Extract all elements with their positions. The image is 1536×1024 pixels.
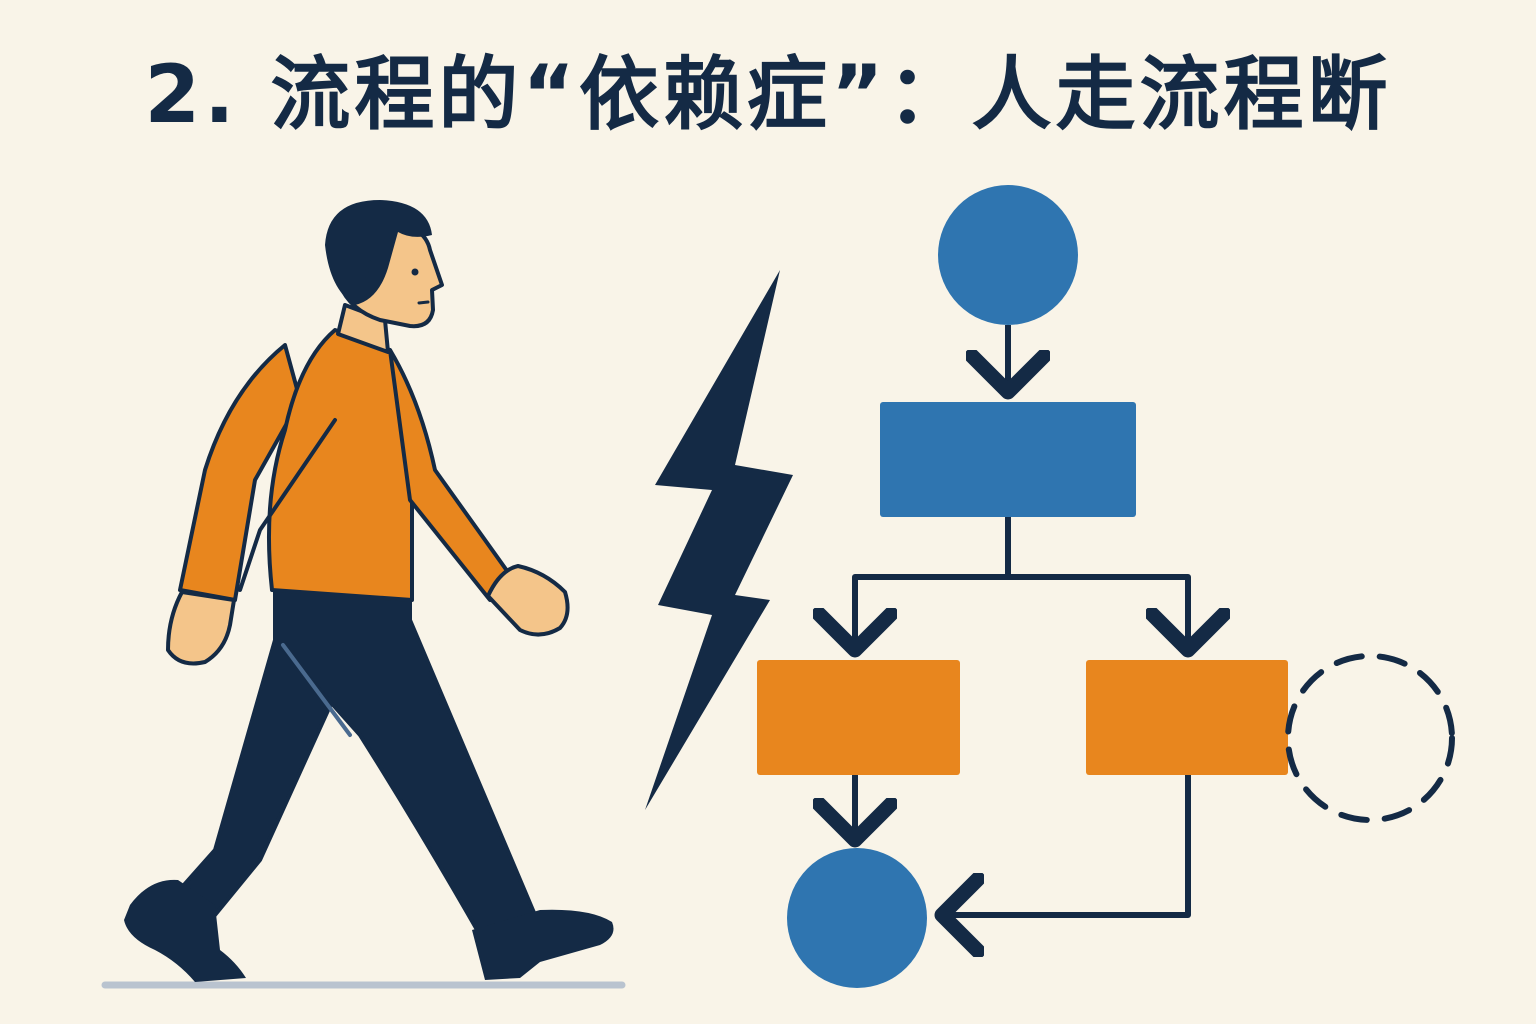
flowchart-process-node bbox=[880, 402, 1136, 517]
flowchart-left-branch-node bbox=[757, 660, 960, 775]
flowchart-right-branch-node bbox=[1086, 660, 1288, 775]
walking-person-icon bbox=[124, 200, 614, 982]
flowchart-start-node bbox=[938, 185, 1078, 325]
flowchart bbox=[757, 185, 1455, 988]
lightning-bolt-icon bbox=[645, 270, 793, 810]
arrow-process-to-right-branch bbox=[1008, 574, 1188, 650]
arrow-right-branch-to-end bbox=[942, 775, 1191, 915]
dashed-circle-icon bbox=[1285, 653, 1455, 823]
flowchart-end-node bbox=[787, 848, 927, 988]
page-title: 2. 流程的“依赖症”：人走流程断 bbox=[144, 48, 1392, 141]
arrow-process-to-left-branch bbox=[855, 517, 1011, 650]
